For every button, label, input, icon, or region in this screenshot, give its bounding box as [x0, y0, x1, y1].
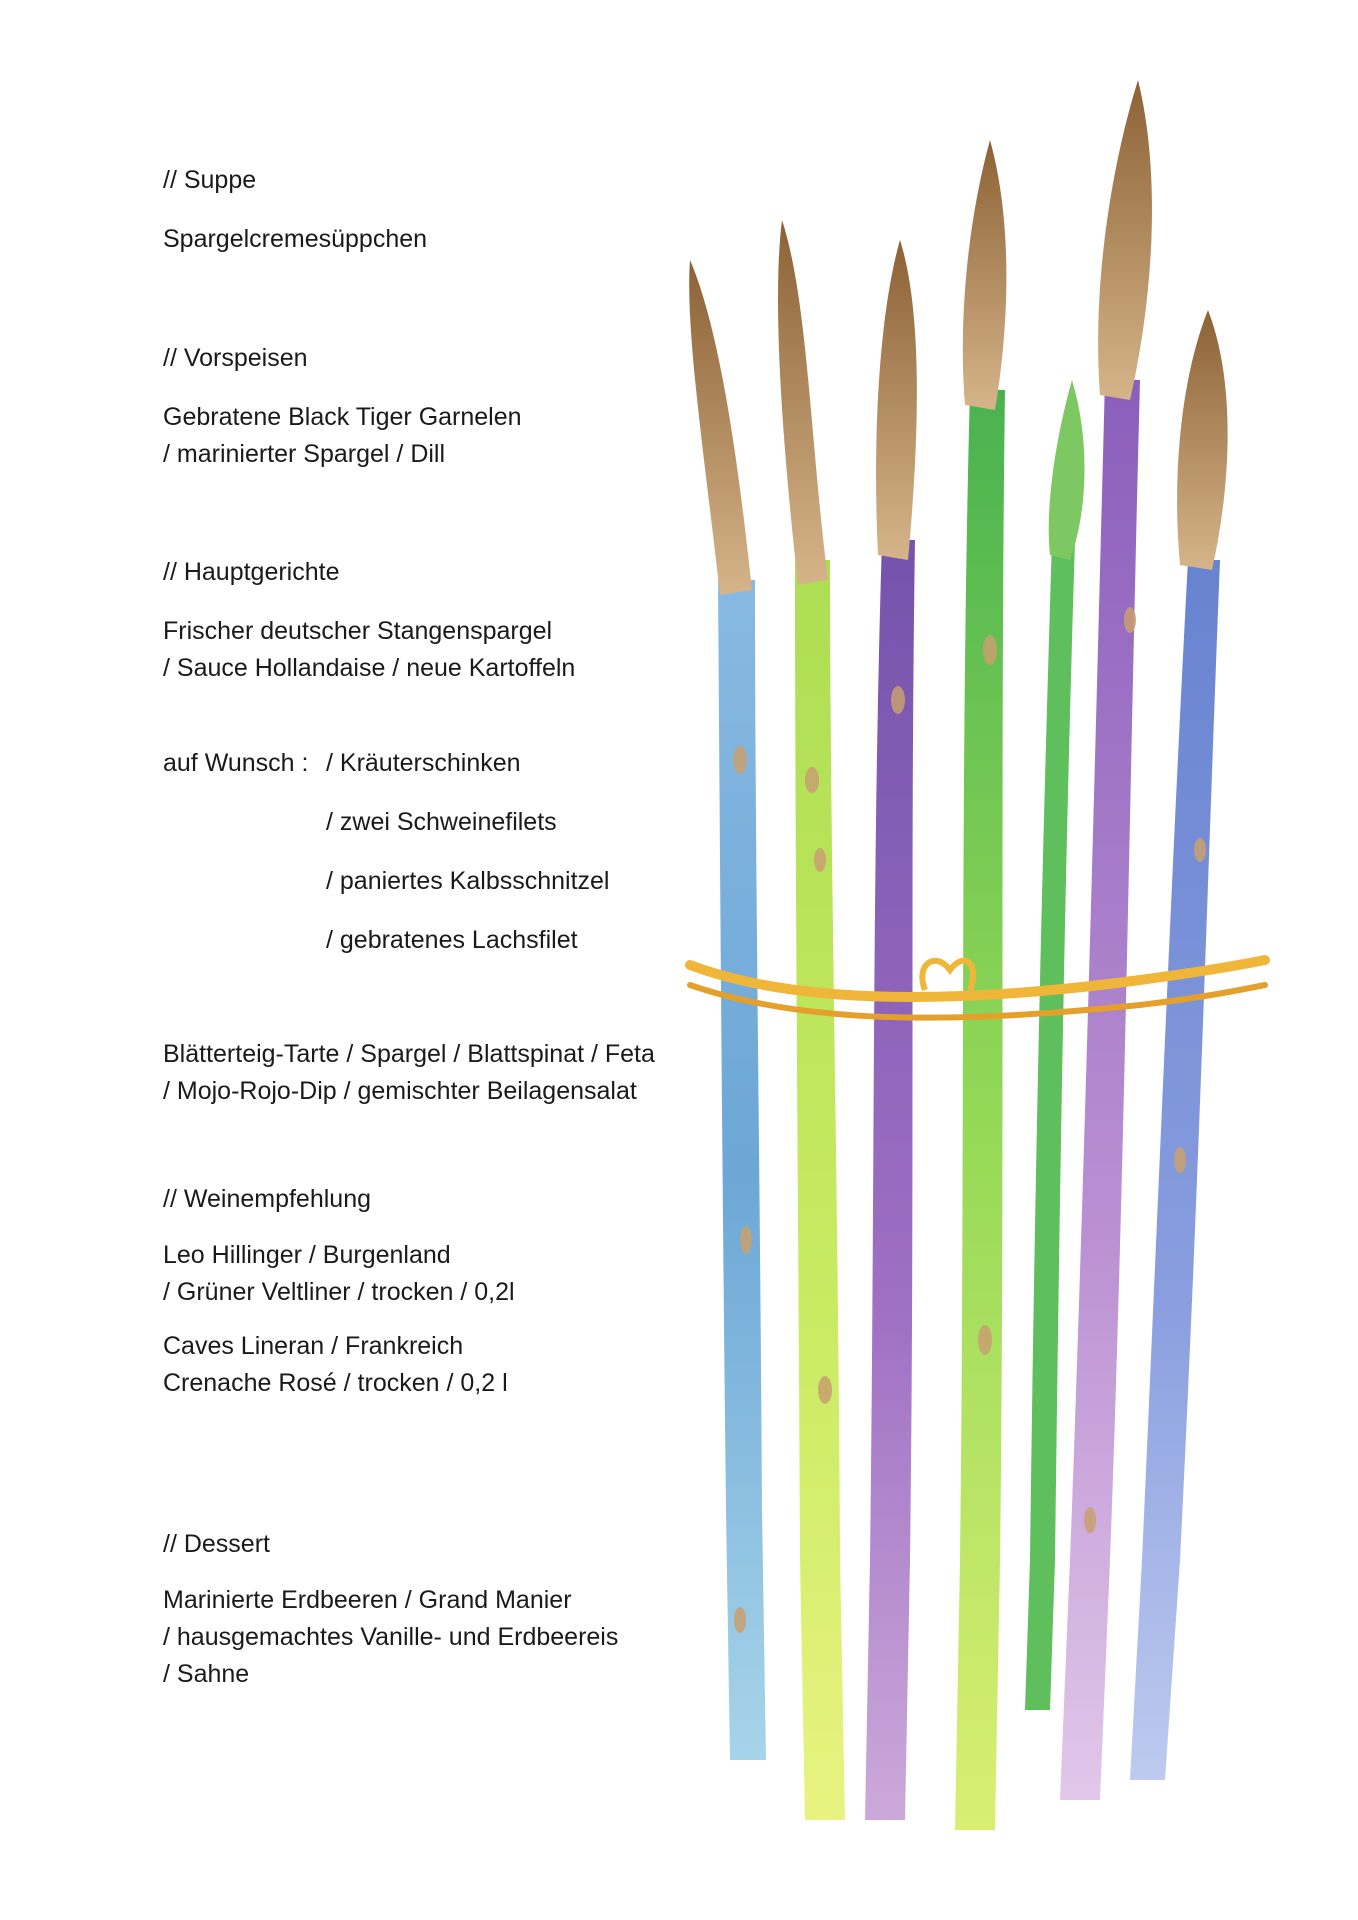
- dish-vorspeisen-line-2: / marinierter Spargel / Dill: [163, 440, 446, 468]
- stalk-blue: [689, 260, 766, 1760]
- dish-haupt-line-2: / Sauce Hollandaise / neue Kartoffeln: [163, 654, 576, 682]
- stalk-green: [955, 140, 1007, 1830]
- wine-1-line-2: / Grüner Veltliner / trocken / 0,2l: [163, 1278, 515, 1306]
- dish-suppe: Spargelcremesüppchen: [163, 225, 428, 253]
- section-heading-hauptgerichte: // Hauptgerichte: [163, 558, 340, 586]
- dish-tarte-line-2: / Mojo-Rojo-Dip / gemischter Beilagensal…: [163, 1077, 637, 1105]
- dish-tarte-line-1: Blätterteig-Tarte / Spargel / Blattspina…: [163, 1040, 655, 1068]
- stalk-nodes: [733, 607, 1206, 1633]
- wine-1-line-1: Leo Hillinger / Burgenland: [163, 1241, 451, 1269]
- option-kalbsschnitzel: / paniertes Kalbsschnitzel: [326, 867, 610, 895]
- string-tie-icon: [685, 955, 1270, 1021]
- stalk-purple: [865, 240, 917, 1820]
- section-heading-vorspeisen: // Vorspeisen: [163, 344, 308, 372]
- option-lachsfilet: / gebratenes Lachsfilet: [326, 926, 578, 954]
- stalk-violet: [1060, 80, 1152, 1800]
- option-kraeuterschinken: / Kräuterschinken: [326, 749, 521, 777]
- section-heading-dessert: // Dessert: [163, 1530, 270, 1558]
- dish-dessert-line-3: / Sahne: [163, 1660, 250, 1688]
- dish-dessert-line-2: / hausgemachtes Vanille- und Erdbeereis: [163, 1623, 619, 1651]
- section-heading-suppe: // Suppe: [163, 166, 257, 194]
- wine-2-line-2: Crenache Rosé / trocken / 0,2 l: [163, 1369, 508, 1397]
- stalk-small-green: [1025, 380, 1085, 1710]
- wunsch-label: auf Wunsch :: [163, 749, 309, 777]
- dish-vorspeisen-line-1: Gebratene Black Tiger Garnelen: [163, 403, 522, 431]
- asparagus-bundle-icon: [685, 80, 1270, 1830]
- dish-haupt-line-1: Frischer deutscher Stangenspargel: [163, 617, 553, 645]
- stalk-indigo: [1130, 310, 1228, 1780]
- stalk-lime: [777, 220, 845, 1820]
- option-schweinefilets: / zwei Schweinefilets: [326, 808, 557, 836]
- section-heading-wein: // Weinempfehlung: [163, 1185, 371, 1213]
- dish-dessert-line-1: Marinierte Erdbeeren / Grand Manier: [163, 1586, 572, 1614]
- wine-2-line-1: Caves Lineran / Frankreich: [163, 1332, 464, 1360]
